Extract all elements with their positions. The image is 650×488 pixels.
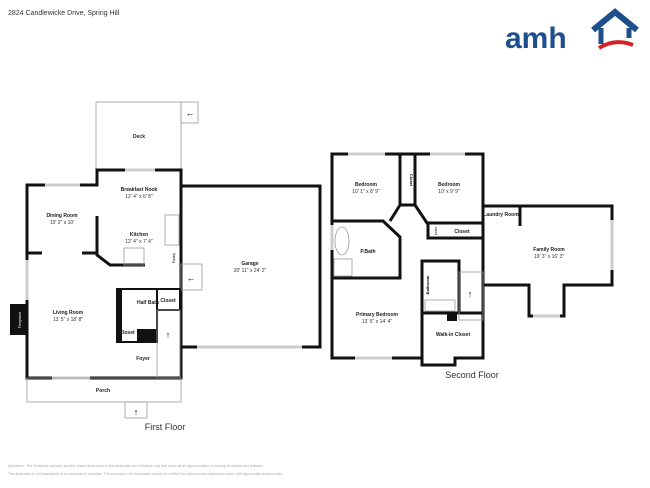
- family-dims: 19' 3" x 16' 3": [534, 254, 564, 260]
- bedroom-dims: 10' 1" x 8' 9": [352, 189, 380, 195]
- family-room-walls: [483, 204, 614, 318]
- room-bedroom: Bedroom: [438, 182, 461, 188]
- room-kitchen: Kitchen: [130, 232, 148, 238]
- interior-walls: [332, 154, 483, 280]
- room-laundry: Laundry Room: [483, 212, 519, 218]
- arrow-up-icon: ↑: [468, 289, 473, 299]
- disclaimer-line-1: Disclaimer: The floorplans depicted and …: [8, 464, 264, 468]
- first-floor: ← ← ↑ Fireplace ↑ Deck Breakfast Nook 12…: [10, 101, 322, 432]
- stairs: [458, 271, 484, 321]
- room-linen: Linen: [434, 227, 438, 236]
- stairs: [156, 309, 181, 379]
- arrow-up-icon: ↑: [166, 330, 171, 340]
- primary-bedroom-dims: 13' 5" x 14' 4": [362, 319, 392, 325]
- room-closet: Closet: [119, 330, 135, 336]
- room-walkin-closet: Walk-in Closet: [436, 332, 471, 338]
- fireplace: [10, 304, 27, 335]
- room-closet: Closet: [160, 298, 176, 304]
- room-closet: Closet: [409, 174, 414, 187]
- second-floor: ↑ Bedroom 10' 1" x 8' 9" Bedroom 10' x 9…: [330, 152, 614, 380]
- room-living: Living Room: [53, 310, 84, 316]
- room-pbath: P.Bath: [360, 249, 375, 255]
- room-foyer: Foyer: [136, 356, 150, 362]
- arrow-up-icon: ↑: [134, 407, 139, 417]
- shower: [333, 258, 353, 277]
- second-floor-title: Second Floor: [445, 370, 499, 380]
- room-half-bath: Half Bath: [137, 300, 159, 306]
- deck-steps: [180, 101, 199, 124]
- room-porch: Porch: [96, 388, 110, 394]
- room-garage: Garage: [241, 261, 258, 267]
- bathtub: [424, 299, 456, 312]
- arrow-left-icon: ←: [187, 273, 196, 283]
- room-breakfast-nook: Breakfast Nook: [121, 187, 158, 193]
- dining-dims: 10' 2" x 10': [50, 220, 74, 226]
- first-floor-walls: [25, 168, 183, 380]
- breakfast-nook-dims: 12' 4" x 6' 8": [125, 194, 153, 200]
- garage-dims: 20' 11" x 24' 2": [234, 268, 267, 274]
- bathtub: [334, 226, 350, 256]
- living-dims: 13' 5" x 18' 8": [53, 317, 83, 323]
- svg-text:amh: amh: [505, 22, 567, 53]
- property-address: 2824 Candlewicke Drive, Spring Hill: [8, 10, 120, 17]
- kitchen-dims: 12' 4" x 7' 4": [125, 239, 153, 245]
- room-family: Family Room: [533, 247, 565, 253]
- room-bathroom: Bathroom: [425, 275, 430, 294]
- room-primary-bedroom: Primary Bedroom: [356, 312, 399, 318]
- room-bedroom: Bedroom: [355, 182, 378, 188]
- bedroom-dims: 10' x 9' 9": [438, 189, 460, 195]
- disclaimer-line-2: This illustration is not guaranteed to b…: [8, 472, 284, 476]
- bathroom-walls: [420, 259, 483, 358]
- room-dining: Dining Room: [46, 213, 78, 219]
- arrow-left-icon: ←: [186, 108, 195, 118]
- room-deck: Deck: [133, 134, 145, 140]
- first-floor-title: First Floor: [145, 422, 186, 432]
- porch-outline: [26, 377, 182, 403]
- fireplace-label: Fireplace: [17, 311, 22, 328]
- amh-logo: amh: [505, 8, 639, 53]
- room-closet: Closet: [454, 229, 470, 235]
- room-pantry: Pantry: [172, 253, 176, 263]
